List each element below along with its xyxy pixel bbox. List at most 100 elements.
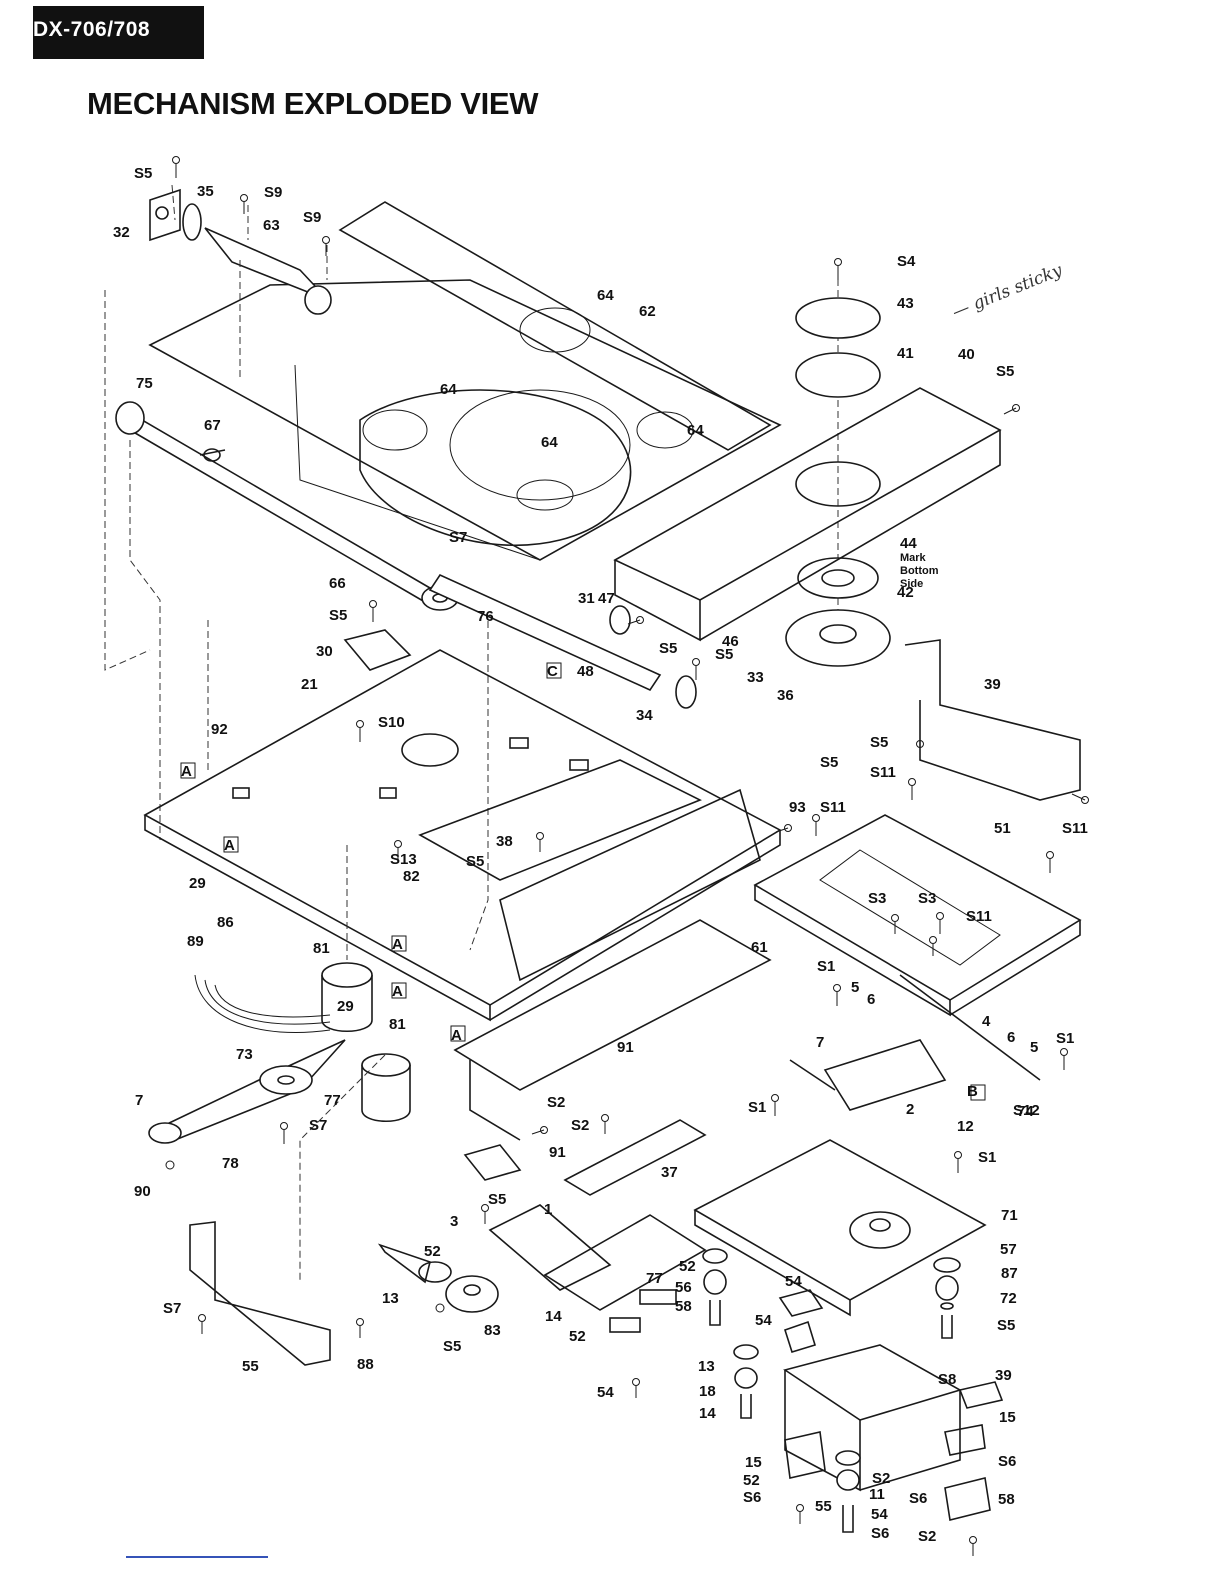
part-label: S2 (918, 1528, 936, 1545)
part-label: 46 (722, 633, 739, 650)
part-label: 58 (675, 1298, 692, 1315)
model-badge: DX-706/708 (33, 6, 204, 59)
part-label: 90 (134, 1183, 151, 1200)
part-label: 48 (577, 663, 594, 680)
part-label: 29 (189, 875, 206, 892)
part-label: 36 (777, 687, 794, 704)
part-label: 39 (984, 676, 1001, 693)
part-label: 67 (204, 417, 221, 434)
part-label: S12 (1013, 1102, 1040, 1119)
part-label: 64 (541, 434, 558, 451)
part-label: S9 (264, 184, 282, 201)
part-label: 21 (301, 676, 318, 693)
part-label: 54 (597, 1384, 614, 1401)
part-label: S5 (134, 165, 152, 182)
part-label: 52 (569, 1328, 586, 1345)
part-label: 64 (687, 422, 704, 439)
part-label: S5 (466, 853, 484, 870)
part-label: 61 (751, 939, 768, 956)
part-label: A (224, 837, 235, 854)
mechanism-drawing (104, 156, 1089, 1556)
part-label: 57 (1000, 1241, 1017, 1258)
part-label: S6 (743, 1489, 761, 1506)
part-label: 76 (477, 608, 494, 625)
part-label: S3 (868, 890, 886, 907)
part-label: A (181, 763, 192, 780)
part-label: A (451, 1027, 462, 1044)
part-label: 6 (867, 991, 875, 1008)
model-number: DX-706/708 (33, 18, 151, 41)
part-label: 7 (135, 1092, 143, 1109)
part-label: S9 (303, 209, 321, 226)
part-label: 32 (113, 224, 130, 241)
part-label: S11 (966, 908, 992, 925)
part-label: 92 (211, 721, 228, 738)
part-label: 13 (698, 1358, 715, 1375)
part-label: S7 (309, 1117, 327, 1134)
part-label: 74 (1017, 1103, 1034, 1120)
part-label: 11 (869, 1486, 885, 1503)
mark-note-line-2: Bottom (900, 565, 939, 577)
part-label: 52 (424, 1243, 441, 1260)
part-label: 64 (440, 381, 457, 398)
part-label: 51 (994, 820, 1011, 837)
part-label: S11 (870, 764, 896, 781)
part-label: 62 (639, 303, 656, 320)
part-label: S7 (163, 1300, 181, 1317)
bottom-rule (126, 1556, 268, 1558)
part-label: 4 (982, 1013, 991, 1030)
part-label: 77 (324, 1092, 341, 1109)
part-label: 78 (222, 1155, 239, 1172)
part-label: 38 (496, 833, 513, 850)
part-label: 35 (197, 183, 214, 200)
part-label: S7 (449, 529, 467, 546)
part-label: S3 (918, 890, 936, 907)
part-label: 7 (816, 1034, 824, 1051)
part-label: 41 (897, 345, 914, 362)
part-label: S1 (1056, 1030, 1074, 1047)
part-label: 43 (897, 295, 914, 312)
part-label: S8 (938, 1371, 956, 1388)
part-label: 89 (187, 933, 204, 950)
part-label: 29 (337, 998, 354, 1015)
part-label: 58 (998, 1491, 1015, 1508)
part-label: 33 (747, 669, 764, 686)
part-label: 54 (755, 1312, 772, 1329)
part-label: 18 (699, 1383, 716, 1400)
part-label: S5 (870, 734, 888, 751)
part-label: 3 (450, 1213, 458, 1230)
part-label: 86 (217, 914, 234, 931)
part-label: 40 (958, 346, 975, 363)
part-label: 56 (675, 1279, 692, 1296)
page-title: MECHANISM EXPLODED VIEW (87, 86, 539, 121)
part-label: S5 (996, 363, 1014, 380)
part-label: 14 (545, 1308, 562, 1325)
part-label: 87 (1001, 1265, 1018, 1282)
part-label: 82 (403, 868, 420, 885)
part-label: S2 (547, 1094, 565, 1111)
part-label: S5 (820, 754, 838, 771)
part-label: 88 (357, 1356, 374, 1373)
part-label: 52 (743, 1472, 760, 1489)
part-label: S6 (871, 1525, 889, 1542)
part-label: 54 (785, 1273, 802, 1290)
mark-note-line-3: Side (900, 578, 923, 590)
part-label: 5 (851, 979, 859, 996)
part-label: 15 (999, 1409, 1016, 1426)
part-label: 2 (906, 1101, 914, 1118)
part-label: 83 (484, 1322, 501, 1339)
part-label: 64 (597, 287, 614, 304)
part-label: A (392, 983, 403, 1000)
part-label: 1 (544, 1201, 552, 1218)
part-label: S11 (1062, 820, 1088, 837)
part-label: 12 (957, 1118, 974, 1135)
part-label: 54 (871, 1506, 888, 1523)
part-label: S1 (748, 1099, 766, 1116)
part-label: 63 (263, 217, 280, 234)
part-label: B (967, 1083, 978, 1100)
part-label: S5 (488, 1191, 506, 1208)
part-label: S5 (997, 1317, 1015, 1334)
part-label: S2 (872, 1470, 890, 1487)
part-label: A (392, 936, 403, 953)
